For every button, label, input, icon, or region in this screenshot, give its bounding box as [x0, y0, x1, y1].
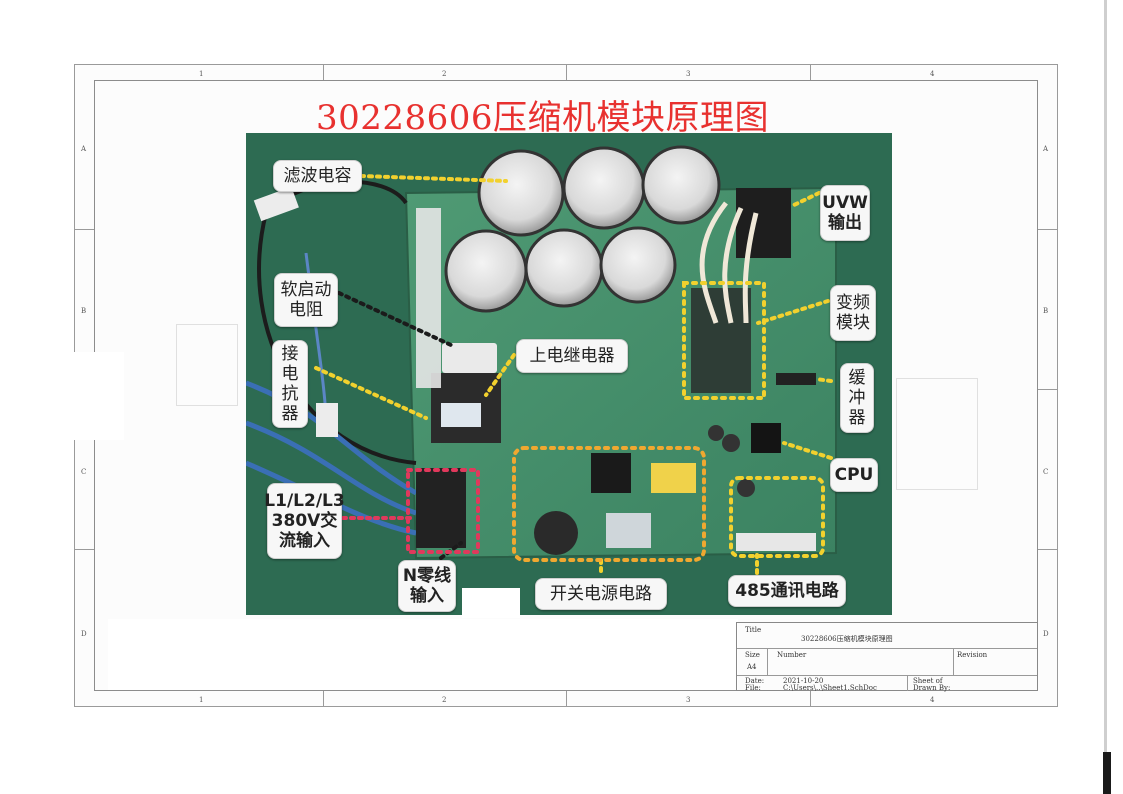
label-uvw-line2: 输出: [828, 213, 862, 233]
row-divider: [1038, 389, 1058, 390]
label-reactor-char4: 器: [281, 404, 299, 424]
label-neutral-input: N零线 输入: [398, 560, 456, 612]
redaction-footer: [108, 619, 738, 690]
row-divider: [1038, 549, 1058, 550]
scan-corner: [1103, 752, 1111, 794]
label-ac-input-line2: 380V交: [271, 511, 338, 531]
label-485-comm: 485通讯电路: [728, 575, 846, 607]
row-label-d: D: [81, 630, 87, 638]
row-divider: [74, 549, 94, 550]
tb-size-value: A4: [747, 663, 757, 671]
title-block: Title 30228606压缩机模块原理图 Size Number Revis…: [736, 622, 1038, 692]
row-label-a-right: A: [1043, 145, 1049, 153]
col-label-4-bottom: 4: [930, 696, 935, 704]
tb-sheet-label: Sheet of: [913, 677, 943, 685]
col-divider: [810, 64, 811, 80]
label-reactor-char2: 电: [281, 364, 299, 384]
col-divider: [566, 64, 567, 80]
redaction-bottom: [74, 712, 760, 752]
tb-file-value: C:\Users\..\Sheet1.SchDoc: [783, 684, 877, 692]
label-cpu: CPU: [830, 458, 878, 492]
tb-file-label: File:: [745, 684, 761, 692]
label-buffer-char3: 器: [848, 408, 866, 428]
row-label-b: B: [81, 307, 87, 315]
redaction-mid: [462, 588, 520, 618]
row-divider: [1038, 229, 1058, 230]
tb-title-value: 30228606压缩机模块原理图: [801, 635, 893, 643]
label-inverter-line1: 变频: [836, 293, 870, 313]
label-neutral-line2: 输入: [410, 586, 444, 606]
label-soft-start-resistor: 软启动 电阻: [274, 273, 338, 327]
row-divider: [74, 229, 94, 230]
page-title: 30228606压缩机模块原理图: [316, 98, 770, 138]
label-reactor-char3: 抗: [281, 384, 299, 404]
col-label-2: 2: [442, 70, 447, 78]
label-power-relay: 上电继电器: [516, 339, 628, 373]
label-buffer: 缓 冲 器: [840, 363, 874, 433]
label-buffer-char1: 缓: [848, 368, 866, 388]
faint-schematic-left: [176, 324, 238, 406]
label-filter-capacitor: 滤波电容: [273, 160, 362, 192]
row-label-b-right: B: [1043, 307, 1049, 315]
label-soft-start-line2: 电阻: [289, 300, 323, 320]
label-ac-input-line3: 流输入: [279, 531, 330, 551]
col-label-4: 4: [930, 70, 935, 78]
row-label-a: A: [81, 145, 87, 153]
label-reactor-char1: 接: [281, 344, 299, 364]
label-soft-start-line1: 软启动: [280, 280, 332, 300]
label-buffer-char2: 冲: [848, 388, 866, 408]
label-inverter-line2: 模块: [836, 313, 870, 333]
tb-title-label: Title: [745, 626, 762, 634]
board-photo: [246, 133, 892, 615]
row-label-c-right: C: [1043, 468, 1049, 476]
row-label-c: C: [81, 468, 87, 476]
tb-size-label: Size: [745, 651, 760, 659]
tb-date-value: 2021-10-20: [783, 677, 824, 685]
label-inverter-module: 变频 模块: [830, 285, 876, 341]
label-reactor: 接 电 抗 器: [272, 340, 308, 428]
redaction-left: [52, 352, 124, 440]
label-uvw-line1: UVW: [822, 193, 868, 213]
tb-revision-label: Revision: [957, 651, 988, 659]
col-divider: [323, 64, 324, 80]
faint-schematic-right: [896, 378, 978, 490]
label-switching-power: 开关电源电路: [535, 578, 667, 610]
col-divider: [323, 691, 324, 707]
col-label-1: 1: [199, 70, 204, 78]
tb-drawn-label: Drawn By:: [913, 684, 951, 692]
label-neutral-line1: N零线: [402, 566, 452, 586]
board-illustration: [246, 133, 892, 615]
label-uvw-output: UVW 输出: [820, 185, 870, 241]
tb-number-label: Number: [777, 651, 807, 659]
label-ac-input: L1/L2/L3 380V交 流输入: [264, 483, 345, 559]
col-label-3: 3: [686, 70, 691, 78]
col-label-3-bottom: 3: [686, 696, 691, 704]
col-divider: [810, 691, 811, 707]
row-label-d-right: D: [1043, 630, 1049, 638]
col-divider: [566, 691, 567, 707]
label-ac-input-line1: L1/L2/L3: [264, 491, 345, 511]
col-label-2-bottom: 2: [442, 696, 447, 704]
col-label-1-bottom: 1: [199, 696, 204, 704]
scan-edge: [1104, 0, 1107, 794]
tb-date-label: Date:: [745, 677, 765, 685]
